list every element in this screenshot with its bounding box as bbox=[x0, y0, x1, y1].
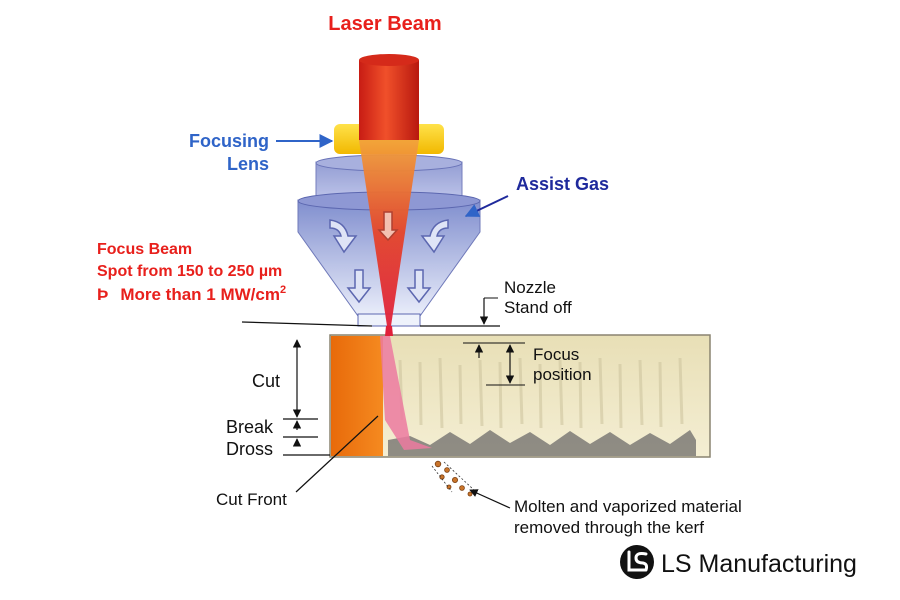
gas-arrow-center bbox=[377, 211, 399, 242]
beam-top bbox=[359, 54, 419, 66]
laser-beam-label: Laser Beam bbox=[328, 13, 441, 35]
focusing-lens-label-line1: Focusing bbox=[189, 131, 269, 151]
power-density-sup: 2 bbox=[280, 284, 286, 296]
focus-beam-pointer bbox=[241, 321, 373, 327]
workpiece bbox=[329, 334, 711, 458]
molten-label-line1: Molten and vaporized material bbox=[514, 497, 742, 516]
ls-logo: LS Manufacturing bbox=[620, 545, 857, 579]
gas-arrow-right-bottom bbox=[406, 269, 432, 304]
dross-streaks bbox=[388, 430, 696, 456]
implies-symbol: Þ bbox=[97, 285, 108, 304]
focusing-lens-label-line2: Lens bbox=[227, 154, 269, 174]
ls-logo-text: LS Manufacturing bbox=[661, 550, 857, 578]
cut-front-label: Cut Front bbox=[216, 490, 287, 509]
assist-gas-label: Assist Gas bbox=[516, 174, 609, 194]
gas-flow-arrows bbox=[329, 211, 449, 304]
cut-front-pointer bbox=[295, 415, 379, 493]
particle bbox=[446, 484, 452, 490]
molten-particles bbox=[434, 460, 473, 497]
thickness-dimensions bbox=[283, 339, 330, 456]
cut-region bbox=[331, 336, 383, 456]
dross-label: Dross bbox=[226, 439, 273, 459]
assist-gas-pointer bbox=[464, 195, 509, 217]
beam-below bbox=[385, 326, 393, 336]
power-density-text: More than 1 MW/cm bbox=[120, 285, 280, 304]
gas-arrow-left-top bbox=[329, 219, 358, 254]
beam-cylinder bbox=[359, 60, 419, 140]
nozzle-standoff-label-line1: Nozzle bbox=[504, 278, 556, 297]
focus-position-label-line1: Focus bbox=[533, 345, 579, 364]
focus-beam-label-line3: Þ More than 1 MW/cm2 bbox=[97, 284, 286, 304]
focus-beam-label-line1: Focus Beam bbox=[97, 241, 192, 258]
nozzle-standoff-label-line2: Stand off bbox=[504, 298, 572, 317]
gas-arrow-left-bottom bbox=[346, 269, 372, 304]
particle bbox=[434, 460, 442, 468]
molten-flow-line-1 bbox=[431, 465, 453, 493]
kerf-beam bbox=[380, 336, 432, 450]
material-striations bbox=[398, 357, 684, 429]
molten-pointer bbox=[469, 489, 511, 509]
particle bbox=[451, 476, 458, 483]
cut-label: Cut bbox=[252, 371, 280, 391]
break-label: Break bbox=[226, 417, 274, 437]
ls-logo-icon-glyph bbox=[627, 550, 649, 572]
focus-position-label-line2: position bbox=[533, 365, 592, 384]
molten-label-line2: removed through the kerf bbox=[514, 518, 704, 537]
particle bbox=[444, 467, 450, 473]
focus-beam-label-line2: Spot from 150 to 250 µm bbox=[97, 263, 282, 280]
gas-arrow-right-top bbox=[420, 219, 449, 254]
particle bbox=[467, 491, 473, 497]
particle bbox=[459, 485, 465, 491]
molten-flow-line-2 bbox=[443, 461, 475, 491]
